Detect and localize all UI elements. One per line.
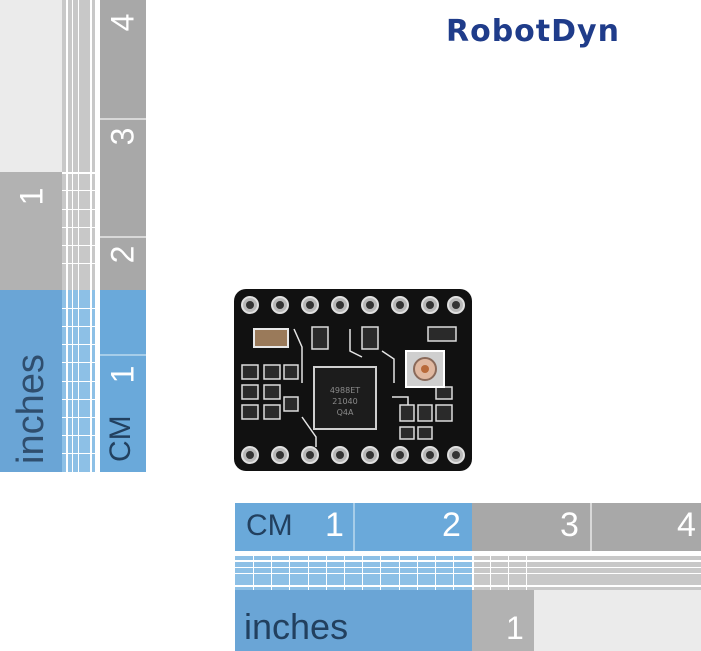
bottom-pin-holes [241, 446, 465, 464]
inches-label-horizontal: inches [244, 606, 349, 647]
tick-mark [271, 556, 272, 590]
robotdyn-logo: RobotDyn [446, 14, 620, 49]
cm-divider [353, 503, 355, 551]
cm-row-gray [472, 503, 701, 551]
inch-strip-top [0, 0, 62, 172]
inch-strip-gray [0, 172, 62, 290]
cm-label: CM [104, 415, 137, 462]
inch-number-1-horizontal: 1 [506, 610, 524, 646]
tick-mark [62, 381, 95, 382]
tick-mark [508, 556, 509, 590]
chip-text-line-1: 4988ET [330, 386, 360, 395]
tick-mark [453, 556, 454, 590]
inch-number-1: 1 [13, 187, 50, 206]
inch-row-gray [472, 590, 534, 651]
tick-mark [62, 245, 95, 246]
tick-mark [62, 326, 95, 327]
tick-mark [253, 556, 254, 590]
chip-text-line-2: 21040 [332, 397, 357, 406]
cm-number-1-horizontal: 1 [325, 506, 344, 544]
cm-label-horizontal: CM [246, 509, 293, 542]
tick-mark [362, 556, 363, 590]
tick-mark [326, 556, 327, 590]
tick-mark [472, 556, 474, 590]
tick-mark [344, 556, 345, 590]
ruler-gap [235, 551, 701, 556]
tick-mark [308, 556, 309, 590]
top-pin-centers [246, 301, 460, 309]
tick-line [235, 573, 701, 574]
ruler-gap [95, 0, 100, 472]
board-illustration: 4988ET 21040 Q4A [234, 289, 472, 471]
cm-divider [100, 118, 146, 120]
tick-mark [62, 263, 95, 264]
tick-line [72, 0, 73, 472]
bottom-pin-centers [246, 451, 460, 459]
tick-mark [62, 435, 95, 436]
tick-mark [62, 399, 95, 400]
inches-label: inches [10, 354, 52, 464]
stepper-driver-board: 4988ET 21040 Q4A [232, 287, 474, 473]
cm-number-3: 3 [104, 127, 141, 146]
driver-chip [313, 366, 377, 430]
tick-mark [399, 556, 400, 590]
capacitor [253, 328, 289, 348]
tick-mark [62, 308, 95, 309]
inch-strip-blue [0, 290, 62, 472]
tick-mark [62, 362, 95, 363]
cm-number-1: 1 [104, 365, 141, 384]
tick-line [235, 567, 701, 568]
chip-text-line-3: Q4A [337, 408, 354, 417]
cm-number-4-horizontal: 4 [677, 506, 696, 544]
cm-number-2-horizontal: 2 [442, 506, 461, 544]
smd-components [241, 326, 457, 440]
cm-number-4: 4 [104, 13, 141, 32]
tick-line [78, 0, 79, 472]
tick-line [66, 0, 68, 472]
tick-mark [289, 556, 290, 590]
tick-line [235, 560, 701, 562]
tick-line [235, 585, 701, 587]
tick-mark [62, 190, 95, 191]
cm-strip-gray [100, 0, 146, 290]
tick-mark [62, 227, 95, 228]
tick-mark [417, 556, 418, 590]
tick-mark [62, 417, 95, 418]
cm-number-3-horizontal: 3 [560, 506, 579, 544]
pcb-traces [293, 328, 409, 447]
tick-mark [526, 556, 527, 590]
top-pin-holes [241, 296, 465, 314]
cm-divider [100, 354, 146, 356]
tick-mark [62, 344, 95, 345]
tick-mark [62, 209, 95, 210]
cm-number-2: 2 [104, 245, 141, 264]
inch-row-light [534, 590, 701, 651]
tick-mark [62, 172, 95, 174]
tick-mark [435, 556, 436, 590]
tick-line [90, 0, 92, 472]
inch-row-blue [235, 590, 472, 651]
tick-mark [62, 453, 95, 454]
cm-strip-blue [100, 290, 146, 472]
tick-mark [380, 556, 381, 590]
cm-divider [590, 503, 592, 551]
tick-mark [490, 556, 491, 590]
cm-divider [100, 236, 146, 238]
